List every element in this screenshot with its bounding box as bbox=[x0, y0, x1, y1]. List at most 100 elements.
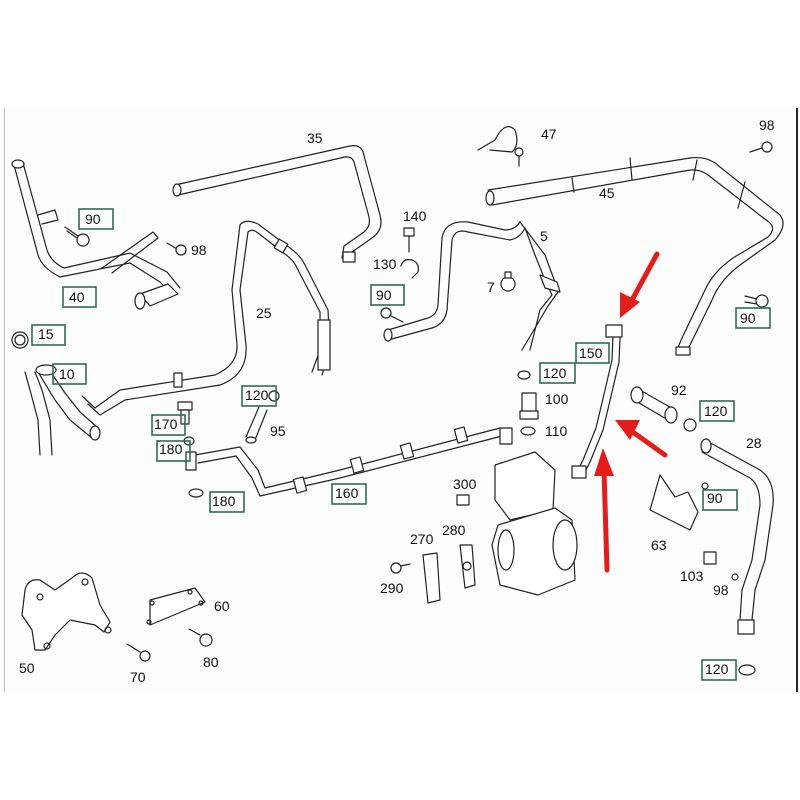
label-130: 130 bbox=[373, 256, 397, 272]
hose-28 bbox=[700, 438, 774, 635]
label-35: 35 bbox=[307, 130, 323, 146]
bolt-90 bbox=[64, 226, 90, 247]
hose-95 bbox=[245, 406, 268, 444]
bolt-70 bbox=[126, 643, 151, 662]
washer-110 bbox=[520, 426, 536, 436]
bracket-63 bbox=[649, 474, 699, 531]
label-103: 103 bbox=[680, 568, 704, 584]
cover-270 bbox=[422, 552, 441, 604]
screw-90 bbox=[701, 482, 709, 490]
pipe-fitting bbox=[342, 251, 356, 263]
nut-98 bbox=[731, 573, 739, 581]
hose-25 bbox=[81, 220, 331, 416]
clamp-130 bbox=[400, 259, 419, 279]
label-290: 290 bbox=[380, 580, 404, 596]
label-90: 90 bbox=[376, 287, 392, 303]
plate-60 bbox=[146, 587, 206, 626]
arrow-up bbox=[594, 448, 614, 573]
pipe-35 bbox=[172, 145, 382, 263]
box-90 bbox=[735, 307, 771, 329]
gasket-280 bbox=[459, 544, 476, 589]
label-300: 300 bbox=[453, 476, 477, 492]
bolt-90 bbox=[744, 294, 769, 308]
box-180 bbox=[156, 440, 191, 462]
label-63: 63 bbox=[651, 537, 667, 553]
label-120: 120 bbox=[704, 403, 728, 419]
box-120 bbox=[701, 659, 737, 681]
clamp-15 bbox=[11, 331, 29, 349]
label-10: 10 bbox=[59, 366, 75, 382]
bolt-90 bbox=[380, 307, 404, 323]
box-10 bbox=[52, 363, 87, 385]
label-180: 180 bbox=[212, 493, 236, 509]
box-120 bbox=[699, 400, 735, 422]
label-98: 98 bbox=[713, 582, 729, 598]
arrow-up-left bbox=[615, 420, 668, 458]
arrow-down-left bbox=[620, 251, 660, 318]
box-15 bbox=[31, 324, 66, 346]
highlight-boxes bbox=[31, 208, 771, 681]
label-25: 25 bbox=[256, 305, 272, 321]
box-120 bbox=[241, 385, 277, 407]
label-160: 160 bbox=[335, 485, 359, 501]
label-45: 45 bbox=[599, 185, 615, 201]
label-90: 90 bbox=[85, 211, 101, 227]
pipe-150 bbox=[571, 324, 623, 479]
label-120: 120 bbox=[543, 365, 567, 381]
washer-180 bbox=[188, 488, 204, 498]
label-140: 140 bbox=[403, 208, 427, 224]
hose-sleeve bbox=[317, 319, 331, 371]
label-150: 150 bbox=[579, 345, 603, 361]
pipe-end bbox=[485, 190, 495, 206]
label-280: 280 bbox=[442, 522, 466, 538]
label-60: 60 bbox=[214, 598, 230, 614]
diagram-panel bbox=[4, 108, 798, 692]
label-90: 90 bbox=[707, 490, 723, 506]
bolt-290 bbox=[390, 562, 411, 574]
label-28: 28 bbox=[746, 435, 762, 451]
box-180 bbox=[209, 491, 245, 513]
label-270: 270 bbox=[410, 531, 434, 547]
bracket-50 bbox=[21, 572, 112, 651]
pipe-45 bbox=[485, 156, 784, 356]
bolt-80 bbox=[188, 628, 213, 647]
label-170: 170 bbox=[154, 416, 178, 432]
box-150 bbox=[575, 342, 610, 364]
pipe-end bbox=[383, 328, 393, 342]
label-70: 70 bbox=[130, 669, 146, 685]
air-compressor bbox=[491, 451, 578, 596]
label-95: 95 bbox=[270, 423, 286, 439]
hose-clip bbox=[173, 372, 183, 388]
label-180: 180 bbox=[159, 441, 183, 457]
box-90 bbox=[370, 284, 405, 306]
hose-92 bbox=[630, 386, 678, 424]
hose-5 bbox=[383, 221, 561, 351]
label-100: 100 bbox=[545, 391, 569, 407]
box-160 bbox=[331, 483, 367, 505]
clip-47 bbox=[477, 126, 524, 167]
fitting-100 bbox=[519, 392, 539, 420]
label-5: 5 bbox=[540, 228, 548, 244]
pipe-end bbox=[172, 183, 182, 197]
clamp-120 bbox=[738, 664, 756, 676]
pipe-end bbox=[134, 292, 146, 310]
plug-300 bbox=[456, 494, 470, 506]
label-110: 110 bbox=[545, 423, 568, 439]
box-170 bbox=[151, 414, 186, 436]
label-15: 15 bbox=[38, 326, 54, 342]
box-40 bbox=[62, 286, 97, 308]
bolt-140 bbox=[403, 227, 415, 253]
label-98: 98 bbox=[191, 242, 207, 258]
clamp-7 bbox=[500, 271, 516, 292]
label-98: 98 bbox=[759, 117, 775, 133]
screw-98 bbox=[749, 141, 773, 153]
label-92: 92 bbox=[671, 382, 687, 398]
label-50: 50 bbox=[19, 660, 35, 676]
clamp-120 bbox=[517, 370, 531, 380]
label-120: 120 bbox=[705, 661, 729, 677]
clamp-120 bbox=[268, 390, 280, 402]
label-40: 40 bbox=[69, 289, 85, 305]
pipe-end bbox=[11, 159, 25, 169]
clamp-120 bbox=[683, 418, 697, 432]
